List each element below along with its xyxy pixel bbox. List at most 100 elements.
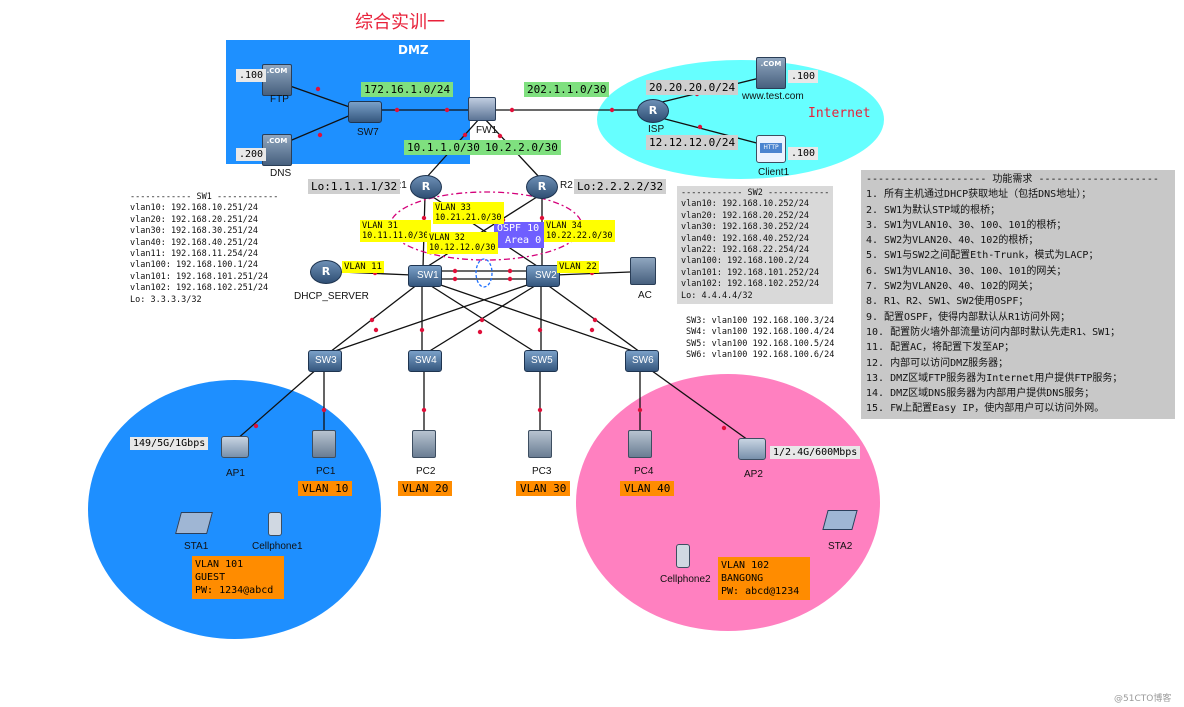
requirement-item: 11. 配置AC，将配置下发至AP；: [866, 342, 1015, 354]
sta2-label: STA2: [828, 541, 853, 552]
pc3-label: PC3: [532, 466, 552, 477]
ap1-icon[interactable]: [221, 436, 249, 458]
isp-www-subnet: 20.20.20.0/24: [646, 80, 739, 95]
sw2-switch-icon[interactable]: [526, 265, 560, 287]
sw1-panel-line: vlan30: 192.168.30.251/24: [130, 226, 258, 237]
requirement-item: 9. 配置OSPF，使得内部默认从R1访问外网；: [866, 311, 1071, 323]
cellphone2-icon[interactable]: [676, 544, 690, 568]
wlan-bangong-vlan: VLAN 102: [721, 560, 770, 571]
ap1-label: AP1: [226, 468, 245, 479]
ap2-icon[interactable]: [738, 438, 766, 460]
sw1-panel-line: vlan40: 192.168.40.251/24: [130, 237, 258, 248]
sw2-panel-line: vlan102: 192.168.102.252/24: [681, 279, 820, 290]
vlan34-subnet: 10.22.22.0/30: [546, 231, 613, 241]
vlan34-tag: VLAN 34 10.22.22.0/30: [544, 220, 615, 242]
requirement-item: 4. SW2为VLAN20、40、102的根桥；: [866, 235, 1039, 247]
fw1-label: FW1: [476, 125, 498, 136]
link-sw2-sw4: [427, 283, 539, 353]
cellphone1-label: Cellphone1: [252, 541, 303, 552]
isp-router-icon[interactable]: R: [637, 99, 669, 123]
sw7-icon[interactable]: [348, 101, 382, 123]
ftp-server-icon[interactable]: .COM: [262, 64, 292, 96]
access-panel-line: SW5: vlan100 192.168.100.5/24: [686, 338, 835, 349]
sta1-laptop-icon[interactable]: [175, 512, 213, 534]
sw6-switch-icon[interactable]: [625, 350, 659, 372]
vlan31-subnet: 10.11.11.0/30: [362, 231, 429, 241]
wlan-bangong-ssid: BANGONG: [721, 573, 764, 584]
r2-router-icon[interactable]: R: [526, 175, 558, 199]
fw-r1-subnet: 10.1.1.0/30: [404, 140, 483, 155]
pc3-icon[interactable]: [528, 430, 552, 458]
r1-label: R1: [394, 180, 407, 191]
sw6-label: SW6: [632, 355, 654, 366]
pc2-icon[interactable]: [412, 430, 436, 458]
sw1-panel-line: vlan101: 192.168.101.251/24: [130, 271, 269, 282]
client1-label: Client1: [758, 167, 790, 178]
sw2-panel-line: vlan30: 192.168.30.252/24: [681, 222, 809, 233]
sw2-panel-line: vlan20: 192.168.20.252/24: [681, 210, 809, 221]
client1-icon[interactable]: HTTP: [756, 135, 786, 163]
internet-label: Internet: [808, 106, 871, 121]
requirement-item: 13. DMZ区域FTP服务器为Internet用户提供FTP服务；: [866, 372, 1123, 384]
www-label: www.test.com: [742, 91, 804, 102]
access-panel-line: SW6: vlan100 192.168.100.6/24: [686, 350, 835, 361]
r2-loopback: Lo:2.2.2.2/32: [574, 179, 667, 194]
isp-client-subnet: 12.12.12.0/24: [646, 135, 739, 150]
sw4-switch-icon[interactable]: [408, 350, 442, 372]
dhcp-server-router-icon[interactable]: R: [310, 260, 342, 284]
cellphone1-icon[interactable]: [268, 512, 282, 536]
r1-router-icon[interactable]: R: [410, 175, 442, 199]
requirements-panel: -------------------- 功能需求 --------------…: [861, 170, 1175, 419]
sta2-laptop-icon[interactable]: [822, 510, 858, 530]
ap2-label: AP2: [744, 469, 763, 480]
link-sw1-sw6: [431, 281, 637, 353]
vlan11-tag: VLAN 11: [342, 261, 384, 273]
wlan-guest-vlan: VLAN 101: [195, 559, 244, 570]
link-sw2-sw6: [545, 283, 641, 353]
sw1-panel-line: vlan20: 192.168.20.251/24: [130, 214, 258, 225]
sw7-label: SW7: [357, 127, 379, 138]
watermark: @51CTO博客: [1114, 694, 1172, 704]
ftp-label: FTP: [270, 94, 289, 105]
sw1-panel-line: Lo: 3.3.3.3/32: [130, 294, 202, 305]
www-server-icon[interactable]: .COM: [756, 57, 786, 89]
requirement-item: 12. 内部可以访问DMZ服务器；: [866, 357, 1009, 369]
pc1-vlan-tag: VLAN 10: [298, 481, 353, 496]
sw5-label: SW5: [531, 355, 553, 366]
sw2-panel-line: vlan101: 192.168.101.252/24: [681, 267, 820, 278]
link-sw2-sw3: [331, 281, 537, 353]
sw1-switch-icon[interactable]: [408, 265, 442, 287]
sw1-panel-line: ------------ SW1 ------------: [130, 192, 279, 202]
pc4-label: PC4: [634, 466, 654, 477]
isp-label: ISP: [648, 124, 665, 135]
sw2-label: SW2: [535, 270, 557, 281]
fw-r2-subnet: 10.2.2.0/30: [482, 140, 561, 155]
ac-controller-icon[interactable]: [630, 257, 656, 285]
wlan-bangong-password: PW: abcd@1234: [721, 586, 800, 597]
wlan-bangong-box: VLAN 102 BANGONG PW: abcd@1234: [718, 557, 810, 600]
dmz-subnet: 172.16.1.0/24: [361, 82, 454, 97]
r2-label: R2: [560, 180, 573, 191]
vlan33-subnet: 10.21.21.0/30: [435, 213, 502, 223]
vlan32-tag: VLAN 32 10.12.12.0/30: [427, 232, 498, 254]
sw1-panel-line: vlan10: 192.168.10.251/24: [130, 203, 258, 214]
sw3-switch-icon[interactable]: [308, 350, 342, 372]
ac-label: AC: [638, 290, 652, 301]
pc1-icon[interactable]: [312, 430, 336, 458]
eth-trunk-ring: [475, 258, 493, 288]
dmz-label: DMZ: [398, 43, 429, 57]
dns-server-icon[interactable]: .COM: [262, 134, 292, 166]
r1-loopback: Lo:1.1.1.1/32: [308, 179, 401, 194]
www-address: .100: [788, 70, 819, 83]
sw5-switch-icon[interactable]: [524, 350, 558, 372]
link-sw3-ap1: [235, 367, 319, 441]
pc2-vlan-tag: VLAN 20: [398, 481, 453, 496]
vlan31-tag: VLAN 31 10.11.11.0/30: [360, 220, 431, 242]
sw1-panel-line: vlan102: 192.168.102.251/24: [130, 283, 269, 294]
pc4-icon[interactable]: [628, 430, 652, 458]
dns-label: DNS: [270, 168, 292, 179]
sw4-label: SW4: [415, 355, 437, 366]
fw1-icon[interactable]: [468, 97, 496, 121]
sw2-panel-line: Lo: 4.4.4.4/32: [681, 290, 753, 301]
dns-address: .200: [236, 148, 267, 161]
